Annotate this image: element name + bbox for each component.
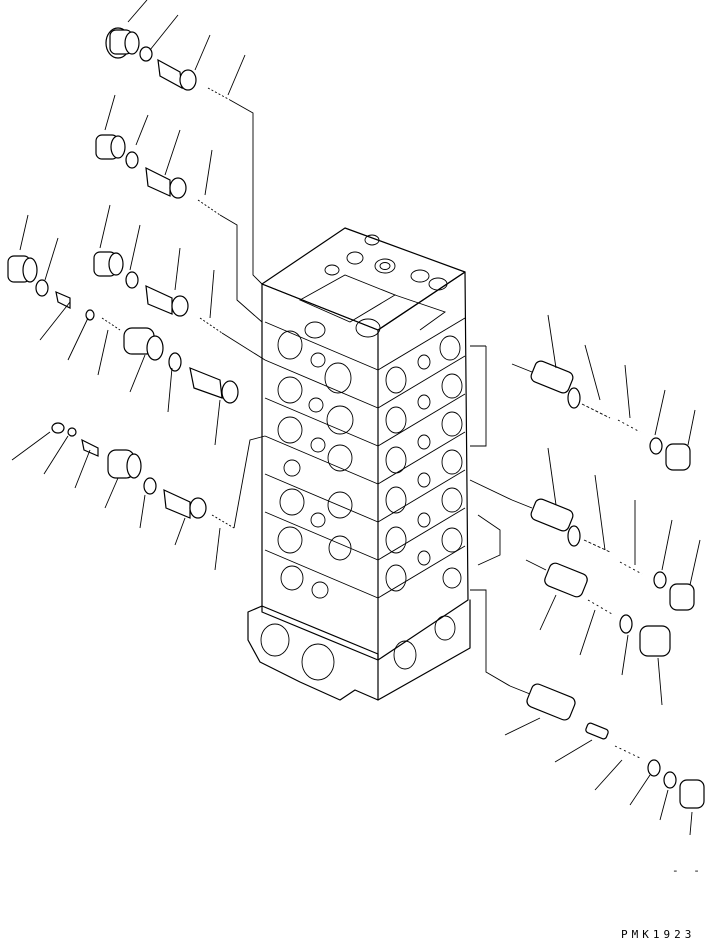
corner-mark: - - (672, 864, 704, 877)
left-group-3 (7, 204, 266, 446)
left-group-4 (11, 422, 266, 571)
right-group-3 (477, 514, 671, 706)
left-group-1 (105, 0, 263, 285)
main-valve-body (247, 227, 471, 701)
right-group-4 (470, 589, 705, 836)
right-group-1 (470, 314, 696, 471)
left-group-2 (95, 94, 263, 323)
drawing-code: PMK1923 (621, 928, 696, 941)
right-group-2 (469, 447, 701, 611)
